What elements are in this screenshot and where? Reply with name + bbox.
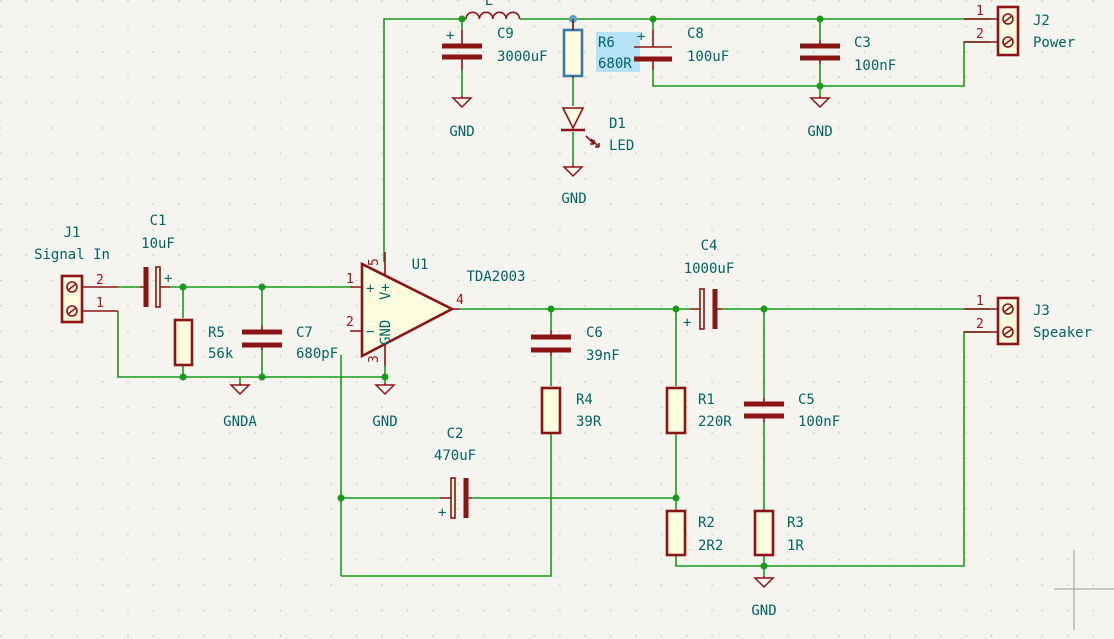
u1-value: TDA2003 bbox=[466, 269, 525, 285]
d1-ref: D1 bbox=[609, 116, 626, 132]
c6-value: 39nF bbox=[586, 348, 620, 364]
r5-ref: R5 bbox=[208, 325, 225, 341]
gnda-label: GNDA bbox=[223, 414, 257, 430]
c8-ref: C8 bbox=[687, 26, 704, 42]
u1-gnd-label: GND bbox=[378, 320, 394, 345]
j2-pin2: 2 bbox=[976, 27, 984, 42]
r1-value: 220R bbox=[698, 414, 732, 430]
c2-value: 470uF bbox=[434, 448, 476, 464]
junctions bbox=[179, 15, 824, 570]
gnd-label-c9: GND bbox=[449, 124, 474, 140]
u1-pin3: 3 bbox=[367, 355, 382, 363]
u1-ref: U1 bbox=[412, 257, 429, 273]
j3-pin1: 1 bbox=[976, 294, 984, 309]
c1-polarity: + bbox=[164, 271, 172, 287]
j3-value: Speaker bbox=[1033, 325, 1092, 341]
j3-ref: J3 bbox=[1033, 303, 1050, 319]
c8-value: 100uF bbox=[687, 49, 729, 65]
u1-vplus-label: V+ bbox=[378, 283, 394, 300]
u1-pin2: 2 bbox=[346, 315, 354, 330]
u1-pin5: 5 bbox=[367, 258, 382, 266]
capacitor-c8[interactable]: + C8 100uF bbox=[634, 26, 729, 70]
c1-ref: C1 bbox=[150, 213, 167, 229]
r2-ref: R2 bbox=[698, 515, 715, 531]
capacitor-c4[interactable]: + C4 1000uF bbox=[683, 238, 734, 331]
u1-minus-label: − bbox=[366, 324, 374, 340]
j2-ref: J2 bbox=[1033, 13, 1050, 29]
capacitor-c1[interactable]: + C1 10uF bbox=[140, 213, 175, 308]
gnd-label-u1: GND bbox=[372, 414, 397, 430]
c9-polarity: + bbox=[446, 28, 454, 44]
j2-pin1: 1 bbox=[976, 4, 984, 19]
c9-ref: C9 bbox=[497, 26, 514, 42]
crosshair-cursor bbox=[1054, 550, 1114, 630]
c4-ref: C4 bbox=[701, 238, 718, 254]
capacitor-c5[interactable]: C5 100nF bbox=[744, 392, 840, 430]
capacitor-c2[interactable]: + C2 470uF bbox=[434, 426, 476, 521]
j1-value: Signal In bbox=[34, 247, 110, 263]
c3-ref: C3 bbox=[854, 35, 871, 51]
resistor-r4[interactable]: R4 39R bbox=[540, 386, 602, 435]
r5-value: 56k bbox=[208, 346, 234, 362]
r4-value: 39R bbox=[576, 414, 602, 430]
c1-value: 10uF bbox=[141, 236, 175, 252]
j1-pin1: 1 bbox=[96, 296, 104, 311]
connector-j2[interactable]: 1 2 J2 Power bbox=[964, 4, 1075, 57]
inductor-ref: L bbox=[485, 0, 493, 9]
c6-ref: C6 bbox=[586, 325, 603, 341]
gnda-symbol: GNDA bbox=[223, 383, 257, 430]
resistor-r3[interactable]: R3 1R bbox=[753, 509, 804, 557]
j1-pin2: 2 bbox=[96, 273, 104, 288]
connector-j1[interactable]: 2 1 J1 Signal In bbox=[34, 225, 118, 324]
c7-ref: C7 bbox=[296, 325, 313, 341]
j1-ref: J1 bbox=[64, 225, 81, 241]
gnd-symbol-led: GND bbox=[561, 165, 587, 207]
u1-pin1: 1 bbox=[346, 272, 354, 287]
c4-value: 1000uF bbox=[684, 261, 735, 277]
gnd-symbol-c3: GND bbox=[807, 96, 833, 140]
r1-ref: R1 bbox=[698, 392, 715, 408]
resistor-r6[interactable]: R6 680R bbox=[562, 15, 640, 78]
u1-pin4: 4 bbox=[456, 293, 464, 308]
c7-value: 680pF bbox=[296, 346, 338, 362]
capacitor-c7[interactable]: C7 680pF bbox=[242, 325, 338, 362]
gnd-label-output: GND bbox=[751, 603, 776, 619]
gnd-symbol-u1: GND bbox=[372, 383, 398, 430]
c2-ref: C2 bbox=[447, 426, 464, 442]
led-d1[interactable]: D1 LED bbox=[561, 107, 634, 154]
d1-value: LED bbox=[609, 138, 634, 154]
capacitor-c3[interactable]: C3 100nF bbox=[800, 35, 896, 74]
resistor-r5[interactable]: R5 56k bbox=[173, 318, 234, 367]
gnd-symbol-output: GND bbox=[751, 576, 777, 619]
gnd-symbol-c9: GND bbox=[449, 96, 475, 140]
resistor-r2[interactable]: R2 2R2 bbox=[665, 509, 723, 557]
gnd-label-led: GND bbox=[561, 191, 586, 207]
u1-plus-label: + bbox=[366, 281, 374, 297]
capacitor-c9[interactable]: + C9 3000uF bbox=[442, 26, 548, 70]
connector-j3[interactable]: 1 2 J3 Speaker bbox=[964, 294, 1092, 346]
inductor-l[interactable]: L bbox=[465, 0, 521, 20]
c5-ref: C5 bbox=[798, 392, 815, 408]
c2-polarity: + bbox=[438, 505, 446, 521]
j3-pin2: 2 bbox=[976, 317, 984, 332]
r3-value: 1R bbox=[787, 538, 804, 554]
c3-value: 100nF bbox=[854, 58, 896, 74]
resistor-r1[interactable]: R1 220R bbox=[665, 386, 732, 435]
r6-ref: R6 bbox=[598, 35, 615, 51]
r6-value: 680R bbox=[598, 56, 632, 72]
j2-value: Power bbox=[1033, 35, 1075, 51]
r3-ref: R3 bbox=[787, 515, 804, 531]
c5-value: 100nF bbox=[798, 414, 840, 430]
r4-ref: R4 bbox=[576, 392, 593, 408]
amplifier-u1[interactable]: 1 2 3 4 5 + − GND V+ U1 TDA2003 bbox=[346, 252, 526, 366]
r2-value: 2R2 bbox=[698, 538, 723, 554]
c4-polarity: + bbox=[683, 315, 691, 331]
gnd-label-c3: GND bbox=[807, 124, 832, 140]
capacitor-c6[interactable]: C6 39nF bbox=[531, 325, 620, 364]
c8-polarity: + bbox=[637, 29, 645, 45]
c9-value: 3000uF bbox=[497, 49, 548, 65]
